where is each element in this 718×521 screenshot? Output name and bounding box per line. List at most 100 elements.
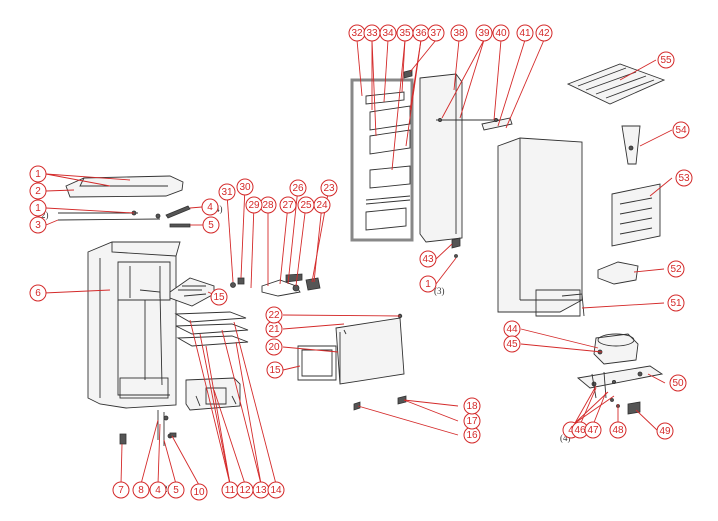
callout-circle	[210, 288, 228, 306]
quantity-note: (3)	[434, 286, 445, 296]
callout-4: 4	[149, 481, 167, 499]
callout-circle	[463, 397, 481, 415]
callout-number: 17	[466, 416, 478, 427]
leader-lines	[43, 39, 673, 486]
callout-number: 41	[519, 28, 531, 39]
callout-number: 3	[35, 220, 41, 231]
callout-circle	[245, 196, 263, 214]
callout-number: 12	[239, 485, 251, 496]
callout-circle	[167, 481, 185, 499]
callout-number: 18	[466, 401, 478, 412]
rear-cabinet-part	[497, 137, 585, 317]
callout-number: 46	[574, 425, 586, 436]
callout-number: 25	[300, 200, 312, 211]
callout-circle	[266, 361, 284, 379]
freezer-door-part	[297, 313, 405, 385]
callout-number: 32	[351, 28, 363, 39]
callout-number: 51	[670, 298, 682, 309]
callout-number: 7	[118, 485, 124, 496]
callout-number: 20	[268, 342, 280, 353]
callout-circle	[657, 51, 675, 69]
callout-14: 14	[267, 481, 285, 499]
callout-number: 1	[35, 203, 41, 214]
callout-number: 15	[213, 292, 225, 303]
callout-number: 35	[399, 28, 411, 39]
callout-circle	[29, 284, 47, 302]
callout-number: 50	[672, 378, 684, 389]
callout-number: 24	[316, 200, 328, 211]
callout-number: 55	[660, 55, 672, 66]
callout-34: 34	[379, 24, 397, 42]
callout-10: 10	[190, 483, 208, 501]
callout-number: 52	[670, 264, 682, 275]
callout-circle	[419, 275, 437, 293]
callout-circle	[112, 481, 130, 499]
callout-number: 33	[366, 28, 378, 39]
callout-1: 1	[29, 199, 47, 217]
callout-15: 15	[266, 361, 284, 379]
callout-circle	[427, 24, 445, 42]
callout-number: 1	[35, 169, 41, 180]
callout-circle	[419, 250, 437, 268]
callout-45: 45	[503, 335, 521, 353]
callout-circle	[675, 169, 693, 187]
callout-circle	[672, 121, 690, 139]
callout-1: 1	[29, 165, 47, 183]
callout-circle	[267, 481, 285, 499]
callout-circle	[503, 335, 521, 353]
callout-5: 5	[167, 481, 185, 499]
callout-number: 21	[268, 324, 280, 335]
callout-circle	[584, 421, 602, 439]
callout-circle	[29, 165, 47, 183]
callout-number: 44	[506, 324, 518, 335]
callout-number: 6	[35, 288, 41, 299]
callout-41: 41	[516, 24, 534, 42]
callout-number: 4	[155, 485, 161, 496]
callout-24: 24	[313, 196, 331, 214]
callout-circle	[450, 24, 468, 42]
callout-29: 29	[245, 196, 263, 214]
callout-number: 10	[193, 487, 205, 498]
callout-number: 34	[382, 28, 394, 39]
door-liner-part	[350, 69, 414, 242]
callout-circle	[265, 306, 283, 324]
callout-circle	[218, 183, 236, 201]
callout-circle	[289, 179, 307, 197]
callout-31: 31	[218, 183, 236, 201]
callout-number: 5	[173, 485, 179, 496]
callout-2: 2	[29, 182, 47, 200]
callout-number: 28	[262, 200, 274, 211]
callout-number: 22	[268, 310, 280, 321]
callout-circle	[669, 374, 687, 392]
callout-40: 40	[492, 24, 510, 42]
quantity-note: (2)	[38, 210, 49, 220]
callout-8: 8	[132, 481, 150, 499]
callout-circle	[265, 338, 283, 356]
callout-7: 7	[112, 481, 130, 499]
callout-17: 17	[463, 412, 481, 430]
callout-39: 39	[475, 24, 493, 42]
callout-circle	[29, 182, 47, 200]
callout-50: 50	[669, 374, 687, 392]
callout-26: 26	[289, 179, 307, 197]
callout-circle	[202, 216, 220, 234]
callout-number: 8	[138, 485, 144, 496]
condenser-part	[611, 183, 661, 247]
callout-27: 27	[279, 196, 297, 214]
callout-3: 3	[29, 216, 47, 234]
callout-35: 35	[396, 24, 414, 42]
hinge-hardware-top	[57, 205, 191, 228]
callout-number: 42	[538, 28, 550, 39]
callout-circle	[279, 196, 297, 214]
callout-44: 44	[503, 320, 521, 338]
callout-number: 2	[35, 186, 41, 197]
callout-number: 45	[506, 339, 518, 350]
callout-circle	[320, 179, 338, 197]
callout-number: 54	[675, 125, 687, 136]
callout-number: 31	[221, 187, 233, 198]
callout-12: 12	[236, 481, 254, 499]
top-cover-part	[65, 175, 184, 198]
callout-number: 49	[659, 426, 671, 437]
callout-circle	[667, 260, 685, 278]
callout-number: 4	[568, 425, 574, 436]
